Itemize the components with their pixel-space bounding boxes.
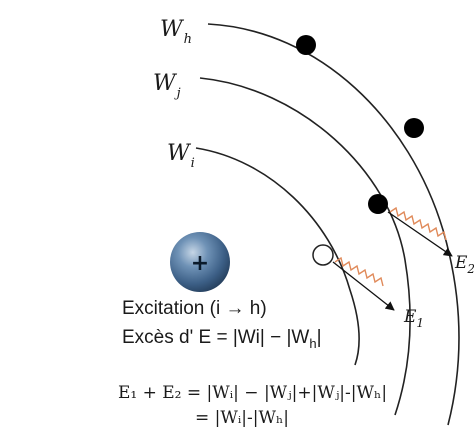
energy-label-e2: E2 xyxy=(454,253,474,276)
excess-energy-caption: Excès d' E = |Wi| − |Wh| xyxy=(122,327,322,351)
shell-label-middle: Wj xyxy=(153,71,181,101)
orbit-middle-arc xyxy=(199,77,411,416)
orbit-inner-arc xyxy=(195,147,360,366)
photon-e1 xyxy=(332,256,395,311)
photon-e1-wave xyxy=(334,256,384,287)
nucleus: + xyxy=(170,232,230,292)
electron-outer-shell xyxy=(296,35,316,55)
energy-sum-equation-line2: = |Wᵢ|-|Wₕ| xyxy=(195,408,289,428)
shell-label-outer: Wh xyxy=(160,17,192,47)
excitation-caption: Excitation (i → h) xyxy=(122,298,267,319)
electron-vacancy-hole xyxy=(312,244,334,266)
energy-sum-equation-line1: E₁ + E₂ = |Wᵢ| − |Wⱼ|+|Wⱼ|-|Wₕ| xyxy=(118,383,387,403)
photon-e2-wave xyxy=(389,206,447,241)
photon-e1-arrow xyxy=(332,261,395,311)
energy-label-e1: E1 xyxy=(403,307,424,330)
electron-outer-shell-2 xyxy=(404,118,424,138)
photon-e2 xyxy=(387,206,453,257)
orbit-outer-arc xyxy=(207,23,460,426)
nucleus-plus-sign: + xyxy=(191,251,209,276)
photon-e2-arrow xyxy=(387,211,453,257)
shell-label-inner: Wi xyxy=(167,141,195,171)
electron-middle-shell xyxy=(368,194,388,214)
